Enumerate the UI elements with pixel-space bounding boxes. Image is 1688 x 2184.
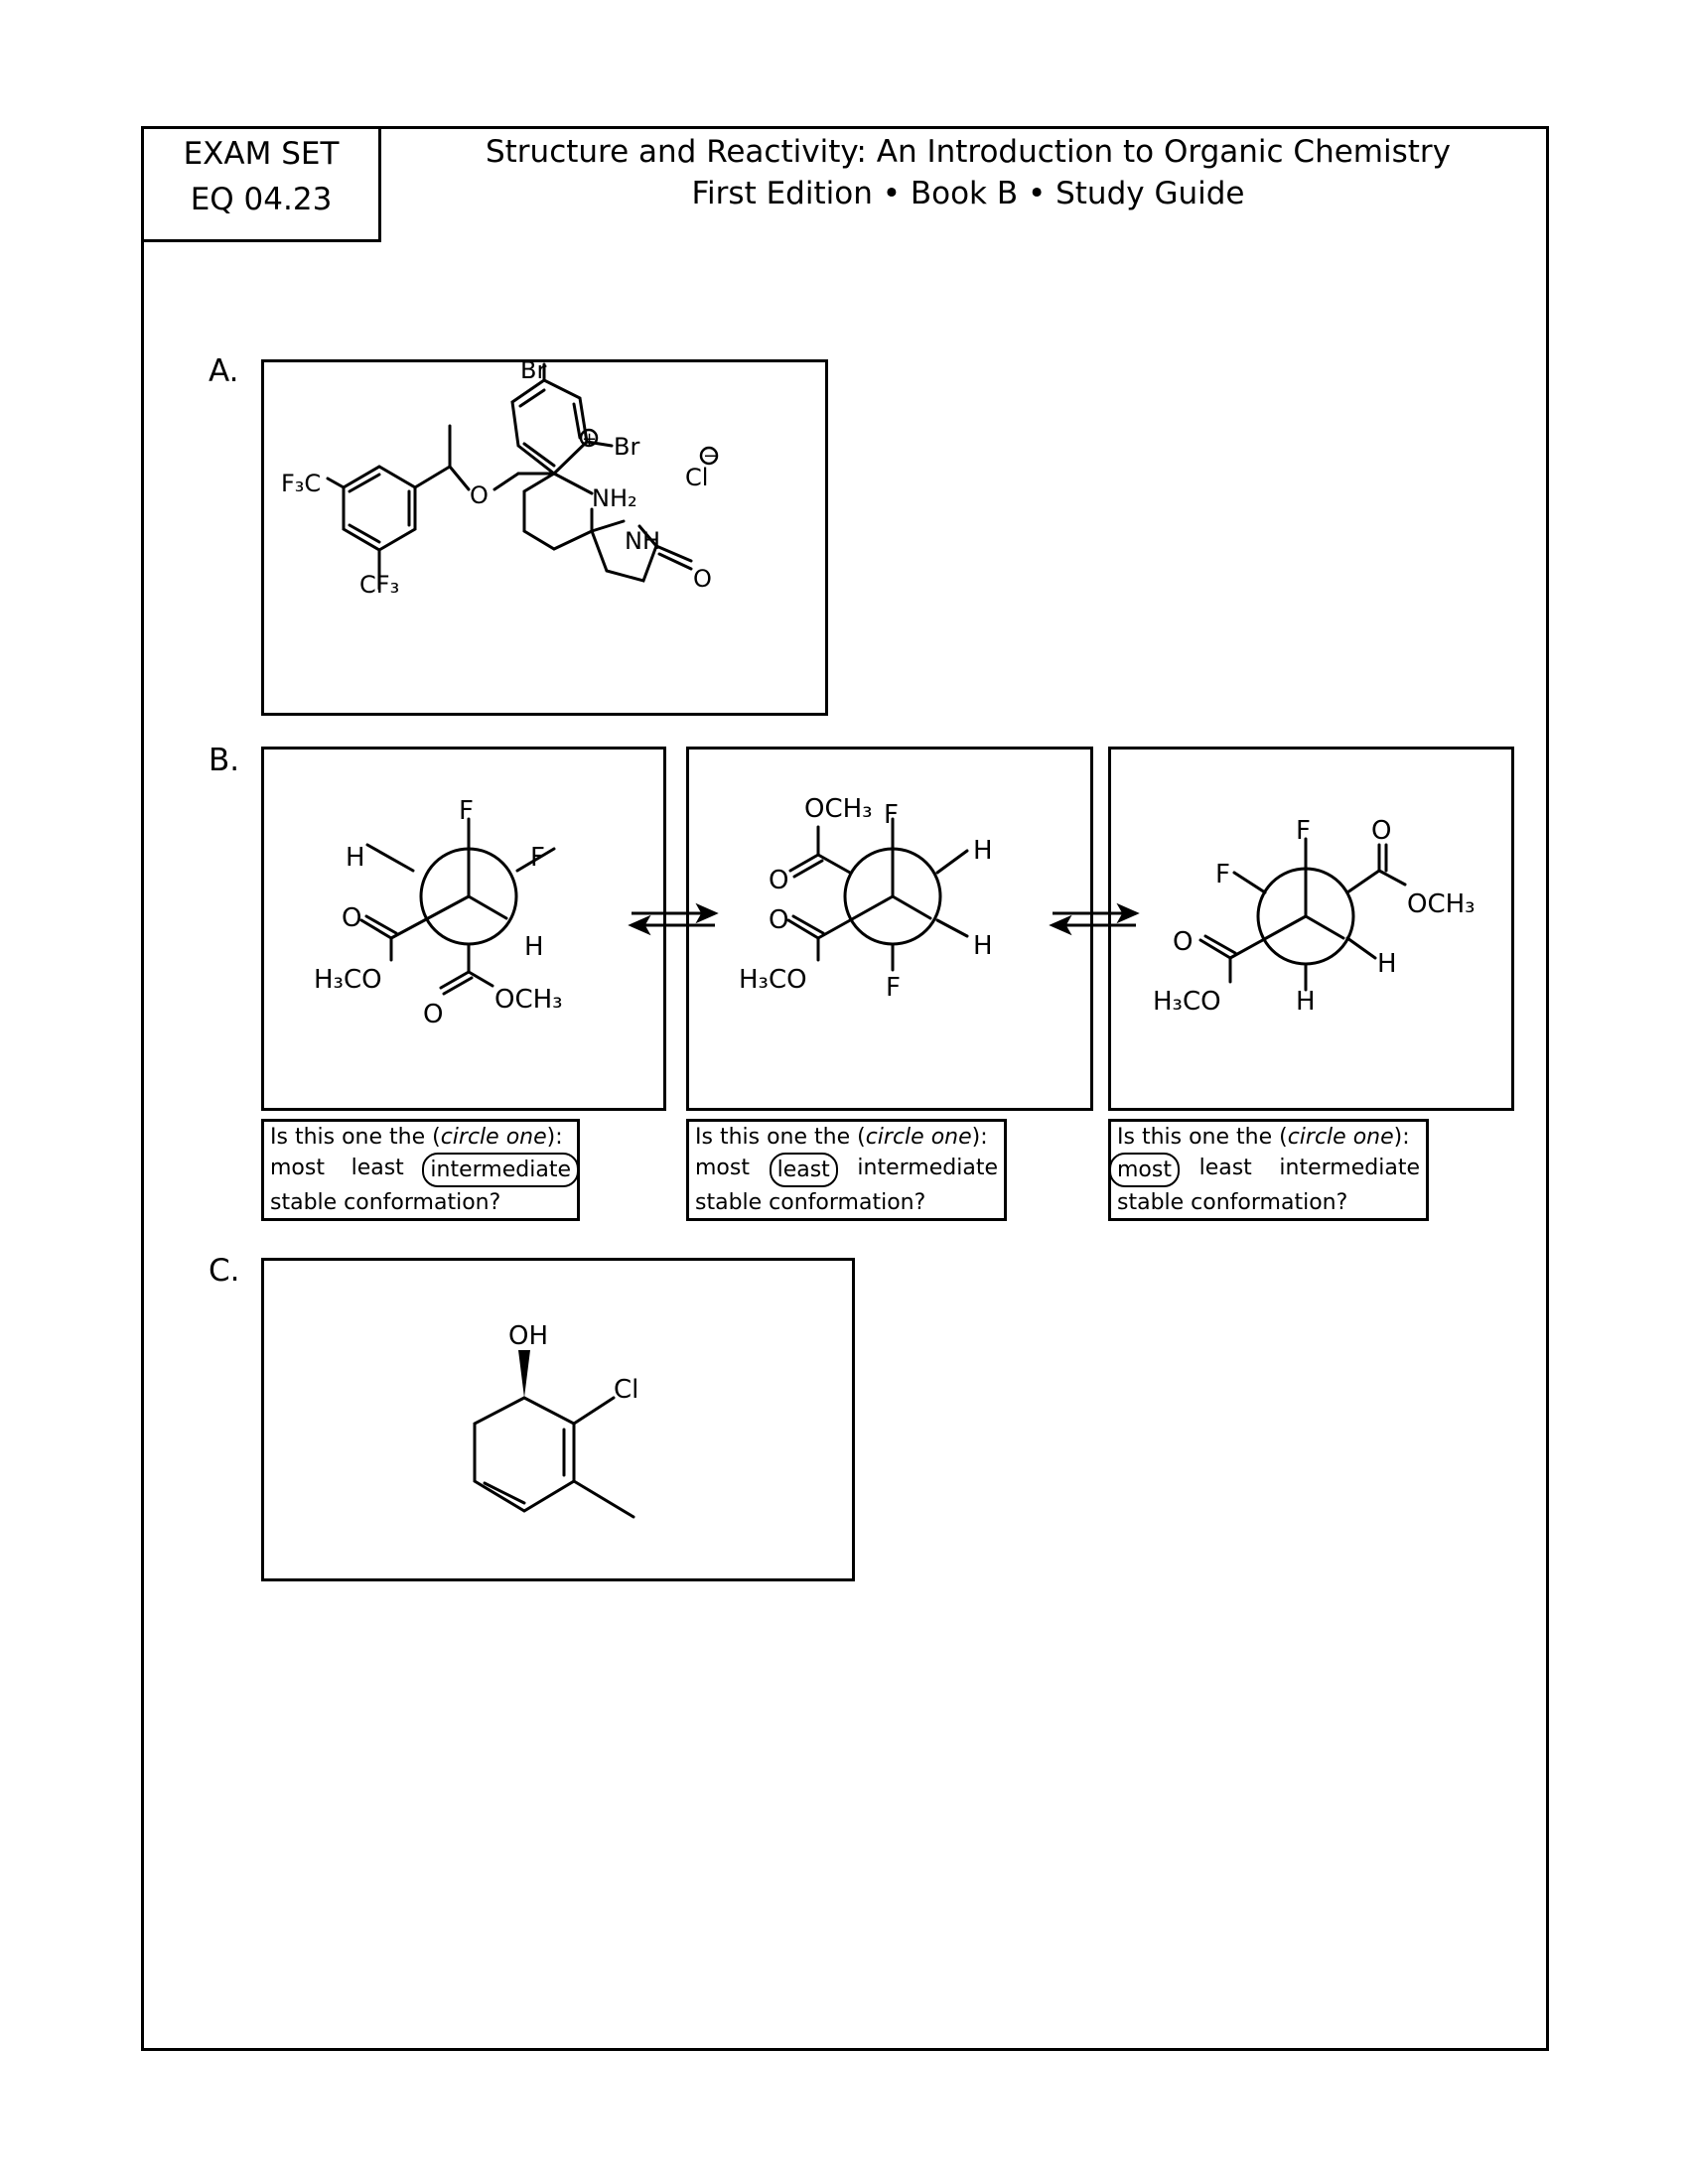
book-title: Structure and Reactivity: An Introductio… bbox=[485, 134, 1452, 170]
book-subtitle: First Edition • Book B • Study Guide bbox=[691, 176, 1245, 211]
option-intermediate[interactable]: intermediate bbox=[857, 1156, 998, 1180]
question-prompt: Is this one the (circle one): bbox=[1117, 1125, 1410, 1150]
exam-id-box: EXAM SET EQ 04.23 bbox=[141, 126, 381, 242]
question-line-3: stable conformation? bbox=[695, 1190, 926, 1215]
atom-label: H bbox=[1377, 949, 1397, 979]
atom-label: OCH₃ bbox=[1407, 889, 1476, 919]
equilibrium-arrows-icon bbox=[628, 902, 719, 936]
atom-label: O bbox=[1173, 927, 1193, 957]
newman-panel-3: F O F OCH₃ O H H₃CO H bbox=[1108, 747, 1514, 1111]
page-header: Structure and Reactivity: An Introductio… bbox=[387, 131, 1549, 214]
section-label-b: B. bbox=[209, 743, 240, 778]
atom-label: H bbox=[973, 931, 993, 961]
option-most[interactable]: most bbox=[270, 1156, 325, 1180]
atom-label: NH₂ bbox=[592, 484, 637, 512]
atom-label: F₃C bbox=[281, 470, 321, 497]
exam-question-number: EQ 04.23 bbox=[190, 182, 333, 217]
atom-label: O bbox=[470, 481, 489, 509]
question-line-3: stable conformation? bbox=[270, 1190, 501, 1215]
newman-projection-3: F O F OCH₃ O H H₃CO H bbox=[1153, 816, 1476, 1017]
equilibrium-arrows-icon bbox=[1049, 902, 1140, 936]
atom-label: F bbox=[884, 800, 899, 830]
atom-label: OCH₃ bbox=[804, 794, 873, 824]
atom-label: H₃CO bbox=[1153, 987, 1221, 1017]
atom-label: NH bbox=[625, 527, 660, 555]
charge-label: − bbox=[703, 446, 718, 467]
atom-label: F bbox=[530, 843, 545, 873]
option-least-circled[interactable]: least bbox=[769, 1153, 838, 1187]
atom-label: F bbox=[1296, 816, 1311, 846]
atom-label: H bbox=[346, 843, 365, 873]
option-least[interactable]: least bbox=[1198, 1156, 1252, 1180]
atom-label: O bbox=[423, 1000, 443, 1029]
atom-label: OCH₃ bbox=[494, 985, 563, 1015]
atom-label: O bbox=[693, 565, 712, 593]
newman-projection-1: F H F H O H₃CO O OCH₃ bbox=[314, 796, 563, 1029]
option-most-circled[interactable]: most bbox=[1109, 1153, 1180, 1187]
atom-label: H bbox=[524, 932, 544, 962]
atom-label: O bbox=[769, 866, 788, 895]
molecule-a-drawing: Br Br Cl F₃C CF₃ O NH₂ NH O + − bbox=[281, 362, 719, 599]
atom-label: F bbox=[886, 973, 901, 1003]
question-box-1: Is this one the (circle one): most least… bbox=[261, 1119, 580, 1221]
answer-options: most least intermediate bbox=[695, 1153, 998, 1187]
atom-label: O bbox=[342, 903, 361, 933]
newman-panel-2: OCH₃ F O H O H H₃CO F bbox=[686, 747, 1093, 1111]
section-label-a: A. bbox=[209, 353, 239, 389]
newman-panel-1: F H F H O H₃CO O OCH₃ bbox=[261, 747, 666, 1111]
section-label-c: C. bbox=[209, 1253, 240, 1289]
atom-label: Cl bbox=[685, 464, 708, 491]
atom-label: H bbox=[973, 836, 993, 866]
question-box-2: Is this one the (circle one): most least… bbox=[686, 1119, 1007, 1221]
question-prompt: Is this one the (circle one): bbox=[695, 1125, 988, 1150]
option-intermediate-circled[interactable]: intermediate bbox=[422, 1153, 579, 1187]
exam-set-label: EXAM SET bbox=[183, 136, 340, 172]
atom-label: H₃CO bbox=[314, 965, 382, 995]
page-frame bbox=[141, 126, 1549, 2051]
option-intermediate[interactable]: intermediate bbox=[1279, 1156, 1420, 1180]
question-line-3: stable conformation? bbox=[1117, 1190, 1348, 1215]
atom-label: Cl bbox=[614, 1375, 638, 1405]
answer-options: most least intermediate bbox=[270, 1153, 579, 1187]
atom-label: Br bbox=[520, 362, 546, 384]
atom-label: O bbox=[769, 905, 788, 935]
atom-label: CF₃ bbox=[359, 571, 399, 599]
question-box-3: Is this one the (circle one): most least… bbox=[1108, 1119, 1429, 1221]
atom-label: OH bbox=[508, 1321, 548, 1351]
charge-label: + bbox=[582, 429, 597, 450]
structure-panel-a: Br Br Cl F₃C CF₃ O NH₂ NH O + − bbox=[261, 359, 828, 716]
question-prompt: Is this one the (circle one): bbox=[270, 1125, 563, 1150]
atom-label: F bbox=[459, 796, 474, 826]
option-least[interactable]: least bbox=[351, 1156, 404, 1180]
molecule-c-drawing: OH Cl bbox=[473, 1321, 638, 1519]
answer-options: most least intermediate bbox=[1109, 1153, 1420, 1187]
atom-label: F bbox=[1215, 860, 1230, 889]
atom-label: H bbox=[1296, 987, 1316, 1017]
structure-panel-c: OH Cl bbox=[261, 1258, 855, 1581]
atom-label: Br bbox=[614, 433, 639, 461]
atom-label: O bbox=[1371, 816, 1391, 846]
newman-projection-2: OCH₃ F O H O H H₃CO F bbox=[739, 794, 993, 1003]
option-most[interactable]: most bbox=[695, 1156, 750, 1180]
atom-label: H₃CO bbox=[739, 965, 807, 995]
